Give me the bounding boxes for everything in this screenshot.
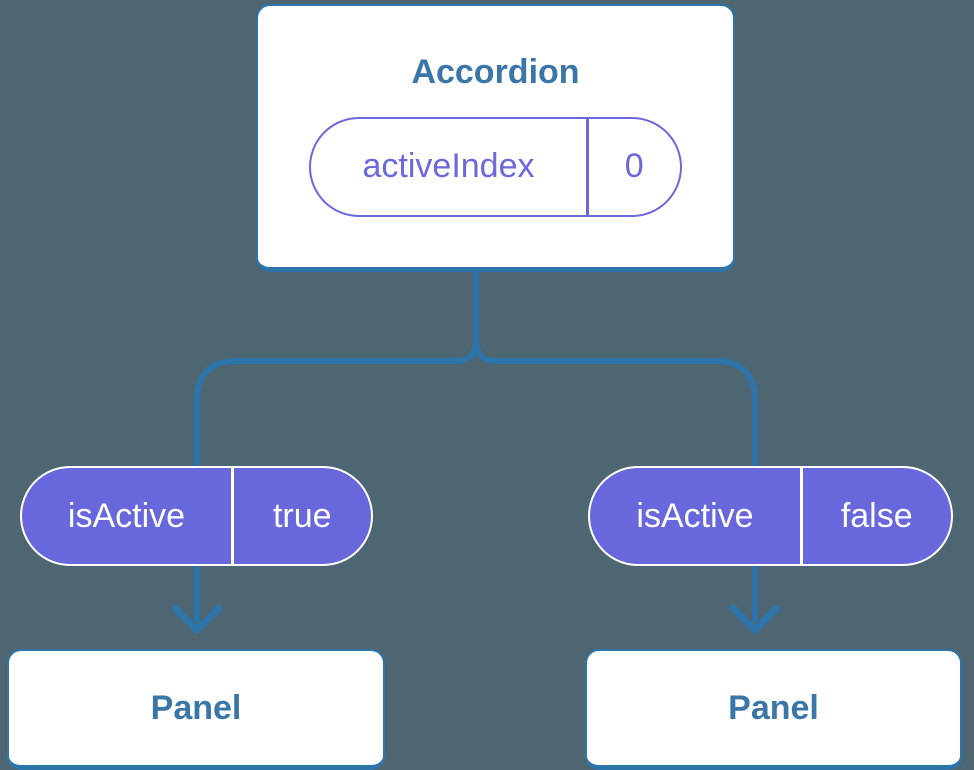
panel-card-title: Panel (150, 688, 242, 727)
panel-card-left: Panel (7, 649, 385, 770)
state-pill-value: 0 (624, 147, 644, 186)
pill-divider (586, 118, 589, 215)
prop-pill-value: true (272, 496, 332, 535)
state-pill-activeindex: activeIndex 0 (309, 116, 682, 217)
state-pill-name: activeIndex (362, 147, 535, 186)
branch-right-line (473, 266, 758, 622)
accordion-card: Accordion activeIndex 0 (256, 4, 735, 272)
prop-pill-isactive-false: isActive false (588, 466, 953, 566)
prop-pill-name: isActive (67, 496, 186, 535)
pill-divider (800, 468, 803, 564)
prop-pill-name: isActive (636, 496, 754, 535)
panel-card-title: Panel (728, 688, 819, 727)
branch-left-line (194, 266, 479, 622)
prop-pill-value: false (840, 496, 913, 535)
down-arrow-icon (729, 604, 781, 635)
accordion-card-title: Accordion (411, 53, 580, 91)
down-arrow-icon (171, 604, 223, 635)
pill-divider (231, 468, 234, 564)
prop-pill-isactive-true: isActive true (20, 466, 373, 566)
panel-card-right: Panel (585, 649, 962, 770)
